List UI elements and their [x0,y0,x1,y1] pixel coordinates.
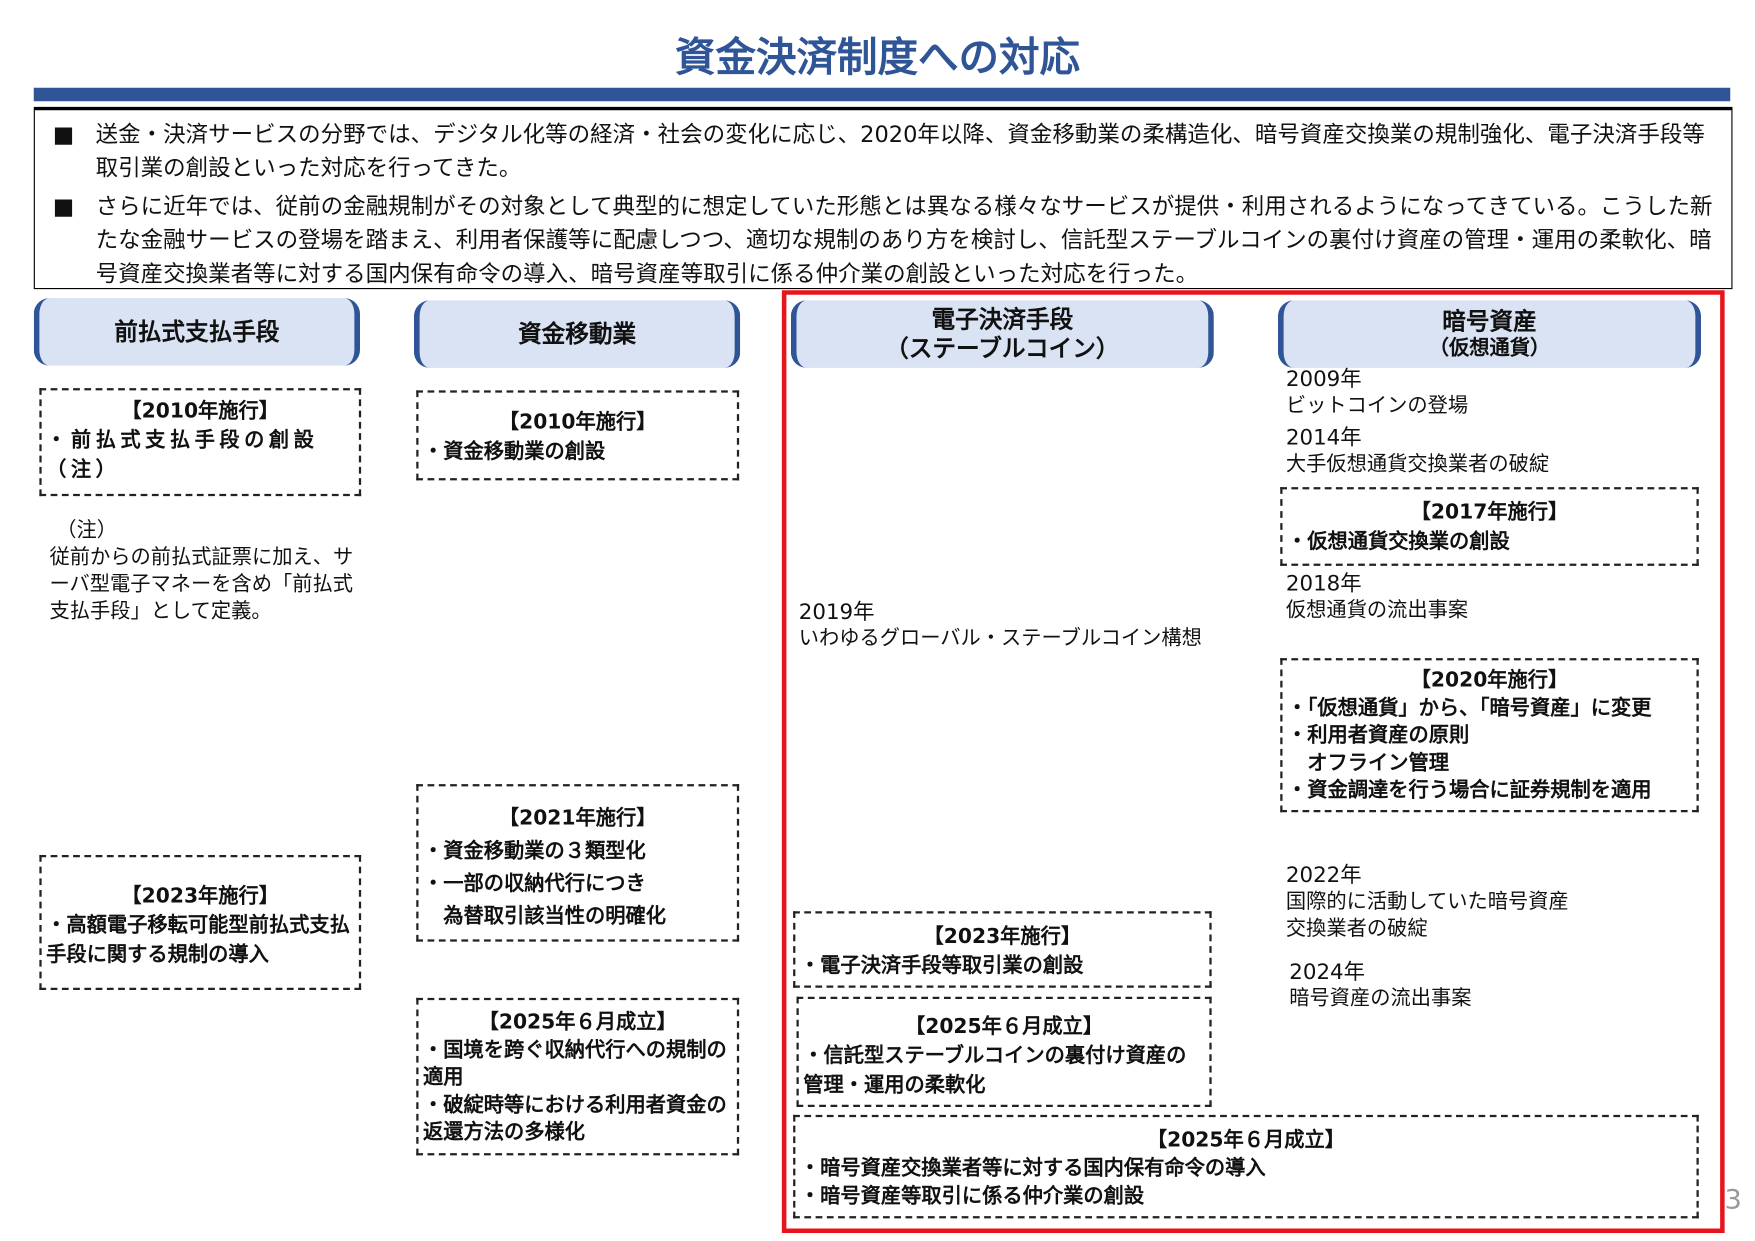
box-transfer-2025: 【2025年６月成立】 ・国境を跨ぐ収納代行への規制の適用 ・破綻時等における利… [416,997,740,1156]
box-line: ・暗号資産交換業者等に対する国内保有命令の導入 [799,1156,1266,1181]
header-sublabel: （ステーブルコイン） [885,335,1120,363]
event-text: 国際的に活動していた暗号資産交換業者の破綻 [1285,889,1569,941]
event-year: 2024年 [1289,959,1366,985]
box-line: ・暗号資産等取引に係る仲介業の創設 [799,1184,1145,1209]
box-line: オフライン管理 [1287,750,1449,775]
box-heading: 【2021年施行】 [498,806,657,831]
event-crypto-2009: 2009年 ビットコインの登場 [1286,366,1691,420]
page-title: 資金決済制度への対応 [674,34,1080,81]
event-stablecoin-2019: 2019年 いわゆるグローバル・ステーブルコイン構想 [799,599,1204,653]
box-line: ・資金調達を行う場合に証券規制を適用 [1287,778,1652,803]
header-label: 電子決済手段 [931,306,1074,333]
box-line: ・信託型ステーブルコインの裏付け資産の管理・運用の柔軟化 [803,1044,1187,1097]
event-text: 仮想通貨の流出事案 [1285,598,1469,623]
intro-box: ■ 送金・決済サービスの分野では、デジタル化等の経済・社会の変化に応じ、2020年… [33,106,1733,290]
box-line: ・仮想通貨交換業の創設 [1287,529,1510,554]
event-text: いわゆるグローバル・ステーブルコイン構想 [798,626,1202,651]
box-heading: 【2025年６月成立】 [904,1014,1104,1039]
box-heading: 【2025年６月成立】 [1146,1128,1345,1152]
box-line: 為替取引該当性の明確化 [423,904,666,929]
box-stablecoin-2025: 【2025年６月成立】 ・信託型ステーブルコインの裏付け資産の管理・運用の柔軟化 [796,996,1212,1107]
event-text: ビットコインの登場 [1285,393,1469,418]
page-number: 3 [1724,1183,1742,1216]
header-sublabel: （仮想通貨） [1428,336,1551,360]
box-prepaid-2023: 【2023年施行】 ・高額電子移転可能型前払式支払手段に関する規制の導入 [39,855,362,990]
event-year: 2019年 [798,599,875,625]
note-label: （注） [56,518,117,543]
box-heading: 【2010年施行】 [498,410,657,435]
event-year: 2022年 [1285,862,1362,888]
header-prepaid: 前払式支払手段 [33,298,360,366]
box-line: ・高額電子移転可能型前払式支払手段に関する規制の導入 [46,913,350,967]
event-crypto-2024: 2024年 暗号資産の流出事案 [1289,959,1694,1013]
box-crypto-2017: 【2017年施行】 ・仮想通貨交換業の創設 [1280,487,1699,566]
event-crypto-2014: 2014年 大手仮想通貨交換業者の破綻 [1286,424,1691,478]
box-line: ・電子決済手段等取引業の創設 [799,954,1084,978]
box-heading: 【2023年施行】 [121,884,280,908]
event-year: 2014年 [1285,425,1362,450]
box-line: ・前払式支払手段の創設（注） [46,428,319,482]
box-heading: 【2010年施行】 [121,399,280,423]
square-bullet-icon: ■ [52,192,75,220]
box-line: ・資金移動業の創設 [423,439,606,464]
note-text: 従前からの前払式証票に加え、サーバ型電子マネーを含め「前払式支払手段」として定義… [49,545,354,624]
note-prepaid: （注） 従前からの前払式証票に加え、サーバ型電子マネーを含め「前払式支払手段」と… [50,518,354,626]
header-crypto: 暗号資産（仮想通貨） [1278,300,1701,368]
box-line: ・利用者資産の原則 [1287,723,1470,747]
box-joint-2025: 【2025年６月成立】 ・暗号資産交換業者等に対する国内保有命令の導入 ・暗号資… [793,1114,1699,1219]
box-stablecoin-2023: 【2023年施行】 ・電子決済手段等取引業の創設 [793,911,1212,988]
box-prepaid-2010: 【2010年施行】 ・前払式支払手段の創設（注） [39,388,362,497]
title-bar [33,87,1731,102]
box-line: ・「仮想通貨」から、「暗号資産」に変更 [1287,695,1652,720]
box-line: ・一部の収納代行につき [423,871,646,896]
box-line: ・破綻時等における利用者資金の返還方法の多様化 [423,1092,727,1145]
box-heading: 【2023年施行】 [923,924,1082,949]
box-crypto-2020: 【2020年施行】 ・「仮想通貨」から、「暗号資産」に変更 ・利用者資産の原則 … [1280,658,1699,813]
event-crypto-2022: 2022年 国際的に活動していた暗号資産交換業者の破綻 [1286,862,1579,943]
event-text: 暗号資産の流出事案 [1289,986,1472,1011]
event-year: 2018年 [1285,571,1362,597]
header-label: 暗号資産 [1442,308,1537,336]
event-year: 2009年 [1285,366,1362,392]
box-heading: 【2025年６月成立】 [478,1010,677,1034]
event-text: 大手仮想通貨交換業者の破綻 [1285,452,1550,476]
box-transfer-2010: 【2010年施行】 ・資金移動業の創設 [416,390,740,481]
intro-paragraph: ■ さらに近年では、従前の金融規制がその対象として典型的に想定していた形態とは異な… [46,189,1722,290]
box-line: ・資金移動業の３類型化 [423,839,646,863]
header-transfer: 資金移動業 [414,300,741,368]
box-heading: 【2017年施行】 [1410,500,1569,525]
box-transfer-2021: 【2021年施行】 ・資金移動業の３類型化 ・一部の収納代行につき 為替取引該当… [416,784,740,942]
event-crypto-2018: 2018年 仮想通貨の流出事案 [1286,570,1691,624]
highlight-frame [781,290,1725,1233]
box-line: ・国境を跨ぐ収納代行への規制の適用 [423,1037,727,1089]
intro-paragraph: ■ 送金・決済サービスの分野では、デジタル化等の経済・社会の変化に応じ、2020年… [46,117,1722,185]
header-label: 前払式支払手段 [114,318,280,346]
box-heading: 【2020年施行】 [1410,668,1569,692]
intro-text: 送金・決済サービスの分野では、デジタル化等の経済・社会の変化に応じ、2020年以… [95,120,1705,182]
header-stablecoin: 電子決済手段（ステーブルコイン） [790,300,1214,368]
header-label: 資金移動業 [518,320,637,348]
square-bullet-icon: ■ [52,120,75,148]
intro-text: さらに近年では、従前の金融規制がその対象として典型的に想定していた形態とは異なる… [95,192,1713,287]
